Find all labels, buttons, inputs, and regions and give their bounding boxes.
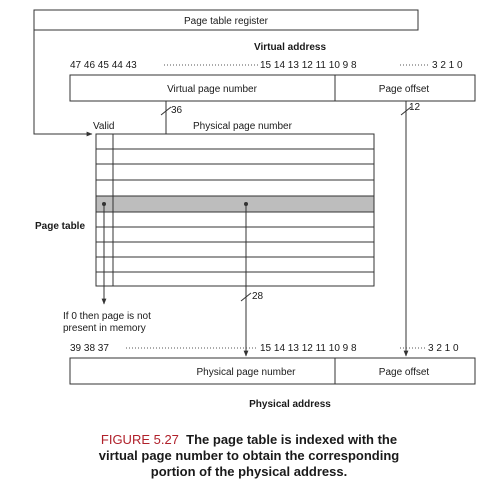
caption-line-1: FIGURE 5.27 The page table is indexed wi… [0,432,498,448]
caption-line-2: virtual page number to obtain the corres… [98,448,400,463]
page-table-register-box [33,9,419,31]
pa-offset-label: Page offset [379,367,430,378]
offset-width-label: 12 [409,102,421,113]
page-table-highlight-row [95,195,375,213]
page-table-diagram: Page table register Virtual address 47 4… [33,9,476,410]
register-pointer-line [33,30,93,137]
physical-address-box [69,357,476,385]
figure-number: FIGURE 5.27 [100,432,179,447]
va-bits-right: 3 2 1 0 [432,60,463,71]
pa-bits-right: 3 2 1 0 [428,343,459,354]
page-table-label: Page table [35,221,85,232]
pa-bits-mid: 15 14 13 12 11 10 9 8 [260,343,357,354]
offset-width-tick [400,106,412,116]
figure-caption: FIGURE 5.27 The page table is indexed wi… [0,432,498,480]
valid-note-line1: If 0 then page is not [63,311,151,322]
va-bits-mid: 15 14 13 12 11 10 9 8 [260,60,357,71]
caption-line-3: portion of the physical address. [150,464,348,479]
ppn-width-tick [240,292,252,302]
vpn-width-tick [160,106,172,116]
vpn-width-label: 36 [171,105,183,116]
pt-ppn-label: Physical page number [193,121,293,132]
ppn-width-label: 28 [252,291,264,302]
virtual-address-box [69,74,476,102]
va-offset-label: Page offset [379,84,430,95]
va-vpn-label: Virtual page number [167,84,258,95]
virtual-address-title: Virtual address [254,42,327,53]
page-table-register-label: Page table register [184,16,269,27]
pa-bits-left: 39 38 37 [70,343,109,354]
caption-text-1: The page table is indexed with the [186,432,398,447]
physical-address-title: Physical address [249,399,331,410]
va-bits-left: 47 46 45 44 43 [70,60,137,71]
valid-note-line2: present in memory [63,323,146,334]
page-table-grid [95,133,375,287]
pa-ppn-label: Physical page number [197,367,297,378]
valid-label: Valid [93,121,115,132]
